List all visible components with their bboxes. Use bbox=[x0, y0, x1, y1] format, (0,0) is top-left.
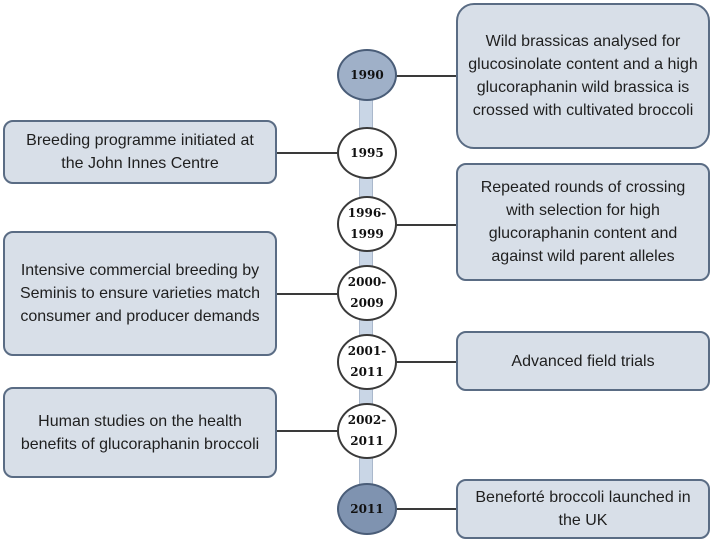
event-box-2011: Beneforté broccoli launched in the UK bbox=[456, 479, 710, 539]
year-node-1995: 1995 bbox=[337, 127, 397, 179]
year-label-1990: 1990 bbox=[350, 67, 384, 82]
connector-1996-1999 bbox=[396, 224, 458, 226]
connector-2002-2011 bbox=[276, 430, 338, 432]
event-box-1990: Wild brassicas analysed for glucosinolat… bbox=[456, 3, 710, 149]
event-box-2002-2011: Human studies on the health benefits of … bbox=[3, 387, 277, 478]
event-description-2000-2009: Intensive commercial breeding by Seminis… bbox=[19, 262, 261, 325]
year-node-2002-2011: 2002-2011 bbox=[337, 403, 397, 459]
event-box-2000-2009: Intensive commercial breeding by Seminis… bbox=[3, 231, 277, 356]
connector-2001-2011 bbox=[396, 361, 458, 363]
event-description-1995: Breeding programme initiated at the John… bbox=[26, 132, 254, 172]
year-label-2001-2011: 2001-2011 bbox=[347, 344, 387, 379]
year-label-1996-1999: 1996-1999 bbox=[347, 206, 387, 241]
connector-2011 bbox=[396, 508, 458, 510]
year-label-1995: 1995 bbox=[350, 145, 384, 160]
event-description-2002-2011: Human studies on the health benefits of … bbox=[20, 412, 260, 453]
year-label-2002-2011: 2002-2011 bbox=[347, 413, 387, 448]
event-description-1990: Wild brassicas analysed for glucosinolat… bbox=[468, 33, 698, 119]
connector-1995 bbox=[276, 152, 338, 154]
event-box-1996-1999: Repeated rounds of crossing with selecti… bbox=[456, 163, 710, 281]
year-label-2011: 2011 bbox=[350, 501, 384, 516]
year-node-2000-2009: 2000-2009 bbox=[337, 265, 397, 321]
year-node-2011: 2011 bbox=[337, 483, 397, 535]
connector-1990 bbox=[396, 75, 458, 77]
event-box-1995: Breeding programme initiated at the John… bbox=[3, 120, 277, 184]
event-description-2011: Beneforté broccoli launched in the UK bbox=[475, 489, 691, 529]
year-label-2000-2009: 2000-2009 bbox=[347, 275, 387, 310]
event-description-1996-1999: Repeated rounds of crossing with selecti… bbox=[480, 179, 686, 265]
connector-2000-2009 bbox=[276, 293, 338, 295]
event-box-2001-2011: Advanced field trials bbox=[456, 331, 710, 391]
year-node-1996-1999: 1996-1999 bbox=[337, 196, 397, 252]
year-node-1990: 1990 bbox=[337, 49, 397, 101]
event-description-2001-2011: Advanced field trials bbox=[511, 352, 655, 370]
year-node-2001-2011: 2001-2011 bbox=[337, 334, 397, 390]
